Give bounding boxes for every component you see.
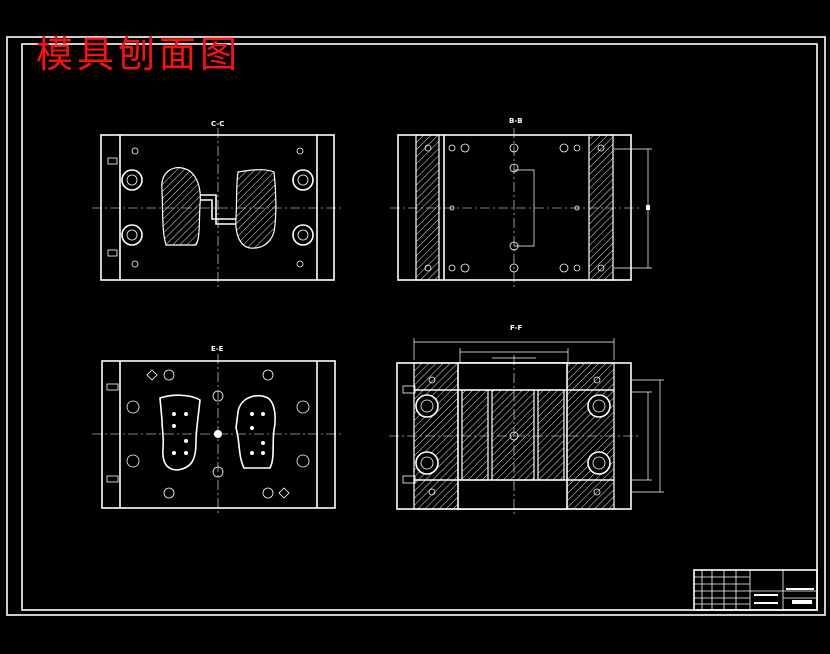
view-f-f: F-F	[389, 324, 664, 517]
view-label-b-b: B-B	[509, 117, 523, 125]
outer-border	[6, 36, 826, 616]
view-c-c: C-C	[92, 120, 344, 288]
title-block	[693, 569, 818, 611]
view-label-c-c: C-C	[211, 120, 224, 128]
view-label-e-e: E-E	[211, 345, 224, 353]
inner-border	[21, 43, 818, 611]
view-e-e: E-E	[92, 345, 344, 516]
view-b-b: B-B	[390, 117, 652, 288]
drawing-title: 模具刨面图	[36, 33, 241, 76]
view-label-f-f: F-F	[510, 324, 522, 332]
